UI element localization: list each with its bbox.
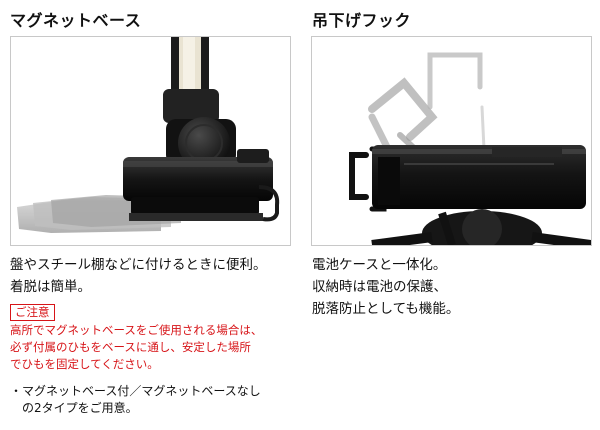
caution-text: 高所でマグネットベースをご使用される場合は、 必ず付属のひもをベースに通し、安定… [10,322,262,373]
hook-illustration [349,52,591,245]
caption-line: 電池ケースと一体化。 [312,257,447,273]
magnet-base-heading: マグネットベース [10,11,142,30]
hook-heading: 吊下げフック [312,11,412,30]
caution-line: 高所でマグネットベースをご使用される場合は、 [10,323,263,337]
tripod-base [371,209,591,245]
caption-line: 脱落防止としても機能。 [312,301,460,317]
caption-line: 収納時は電池の保護、 [312,279,447,295]
magnet-base-photo [10,36,291,246]
caption-line: 盤やスチール棚などに付けるときに便利。 [10,257,267,273]
hook-caption: 電池ケースと一体化。 収納時は電池の保護、 脱落防止としても機能。 [312,254,459,320]
variant-note: ・マグネットベース付／マグネットベースなし の2タイプをご用意。 [10,383,261,417]
magnet-base-caption: 盤やスチール棚などに付けるときに便利。 着脱は簡単。 [10,254,267,298]
battery-case-body [372,145,586,209]
note-line: ・マグネットベース付／マグネットベースなし [10,384,261,398]
note-line: の2タイプをご用意。 [10,401,138,415]
caption-line: 着脱は簡単。 [10,279,91,295]
caution-line: でひもを固定してください。 [10,357,159,371]
caution-line: 必ず付属のひもをベースに通し、安定した場所 [10,340,251,354]
magnet-base-illustration [17,37,280,233]
hook-photo [311,36,592,246]
magnet-base-body [123,149,280,222]
caution-badge: ご注意 [10,304,55,321]
